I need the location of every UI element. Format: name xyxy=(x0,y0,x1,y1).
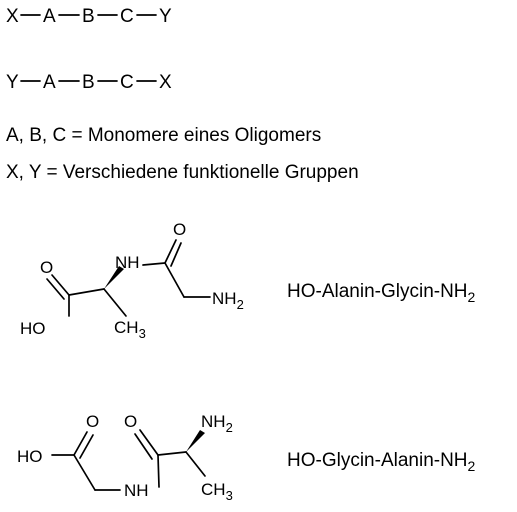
seq1-item-1: A xyxy=(43,6,56,27)
atom-o-carbonyl: O xyxy=(86,412,99,431)
seq1-item-3: C xyxy=(120,6,134,27)
legend-groups: X, Y = Verschiedene funktionelle Gruppen xyxy=(6,162,359,183)
structure-gly-ala: HO O O NH NH2 CH3 xyxy=(17,412,233,503)
bond-c1-ch2 xyxy=(73,454,96,491)
seq1-item-4: Y xyxy=(159,6,172,27)
wedge-bond-ca-n xyxy=(104,266,124,289)
structure-ala-gly: O HO NH O CH3 NH2 xyxy=(20,220,244,341)
seq1-item-2: B xyxy=(82,6,95,27)
bond-c1-o1-b xyxy=(79,434,94,459)
atom-ho: HO xyxy=(17,447,43,466)
caption-gly-ala: HO-Glycin-Alanin-NH2 xyxy=(287,450,476,474)
seq2-item-2: B xyxy=(82,72,95,93)
bond-c3-o2-a xyxy=(139,429,159,456)
seq2-item-3: C xyxy=(120,72,134,93)
atom-o-amide: O xyxy=(173,220,186,239)
bond-c3-ch2 xyxy=(164,262,185,298)
atom-o-amide: O xyxy=(124,412,137,431)
bond-c1-o-b xyxy=(46,278,65,300)
bond-n-c3 xyxy=(142,262,166,266)
wedge-bond-ca-nh2 xyxy=(186,430,205,452)
bond-ca-ch3 xyxy=(103,288,127,317)
bond-c3-o2-b xyxy=(134,433,153,460)
atom-nh: NH xyxy=(115,253,140,272)
atom-o-carbonyl: O xyxy=(40,258,53,277)
bond-nh-c3 xyxy=(157,454,160,488)
bond-ca-ch3 xyxy=(185,451,206,477)
atom-ho: HO xyxy=(20,319,46,338)
bond-c1-o-a xyxy=(51,274,70,296)
atom-ch3: CH3 xyxy=(114,318,146,341)
caption-ala-gly: HO-Alanin-Glycin-NH2 xyxy=(287,281,476,305)
atom-ch3: CH3 xyxy=(201,480,233,503)
seq2-item-4: X xyxy=(159,72,172,93)
atom-nh2: NH2 xyxy=(201,412,233,435)
bond-c1-ca xyxy=(68,288,105,296)
bond-c3-o-b xyxy=(170,242,182,267)
seq2-item-1: A xyxy=(43,72,56,93)
atom-nh2: NH2 xyxy=(212,289,244,312)
atom-nh: NH xyxy=(124,481,149,500)
sequence-2: Y A B C X xyxy=(6,72,172,93)
sequence-1: X A B C Y xyxy=(6,6,172,27)
bond-c1-o1-a xyxy=(73,431,88,456)
seq1-item-0: X xyxy=(6,6,19,27)
seq2-item-0: Y xyxy=(6,72,19,93)
bond-c3-o-a xyxy=(164,239,177,264)
legend-monomers: A, B, C = Monomere eines Oligomers xyxy=(6,125,321,146)
bond-c3-ca xyxy=(157,451,187,456)
